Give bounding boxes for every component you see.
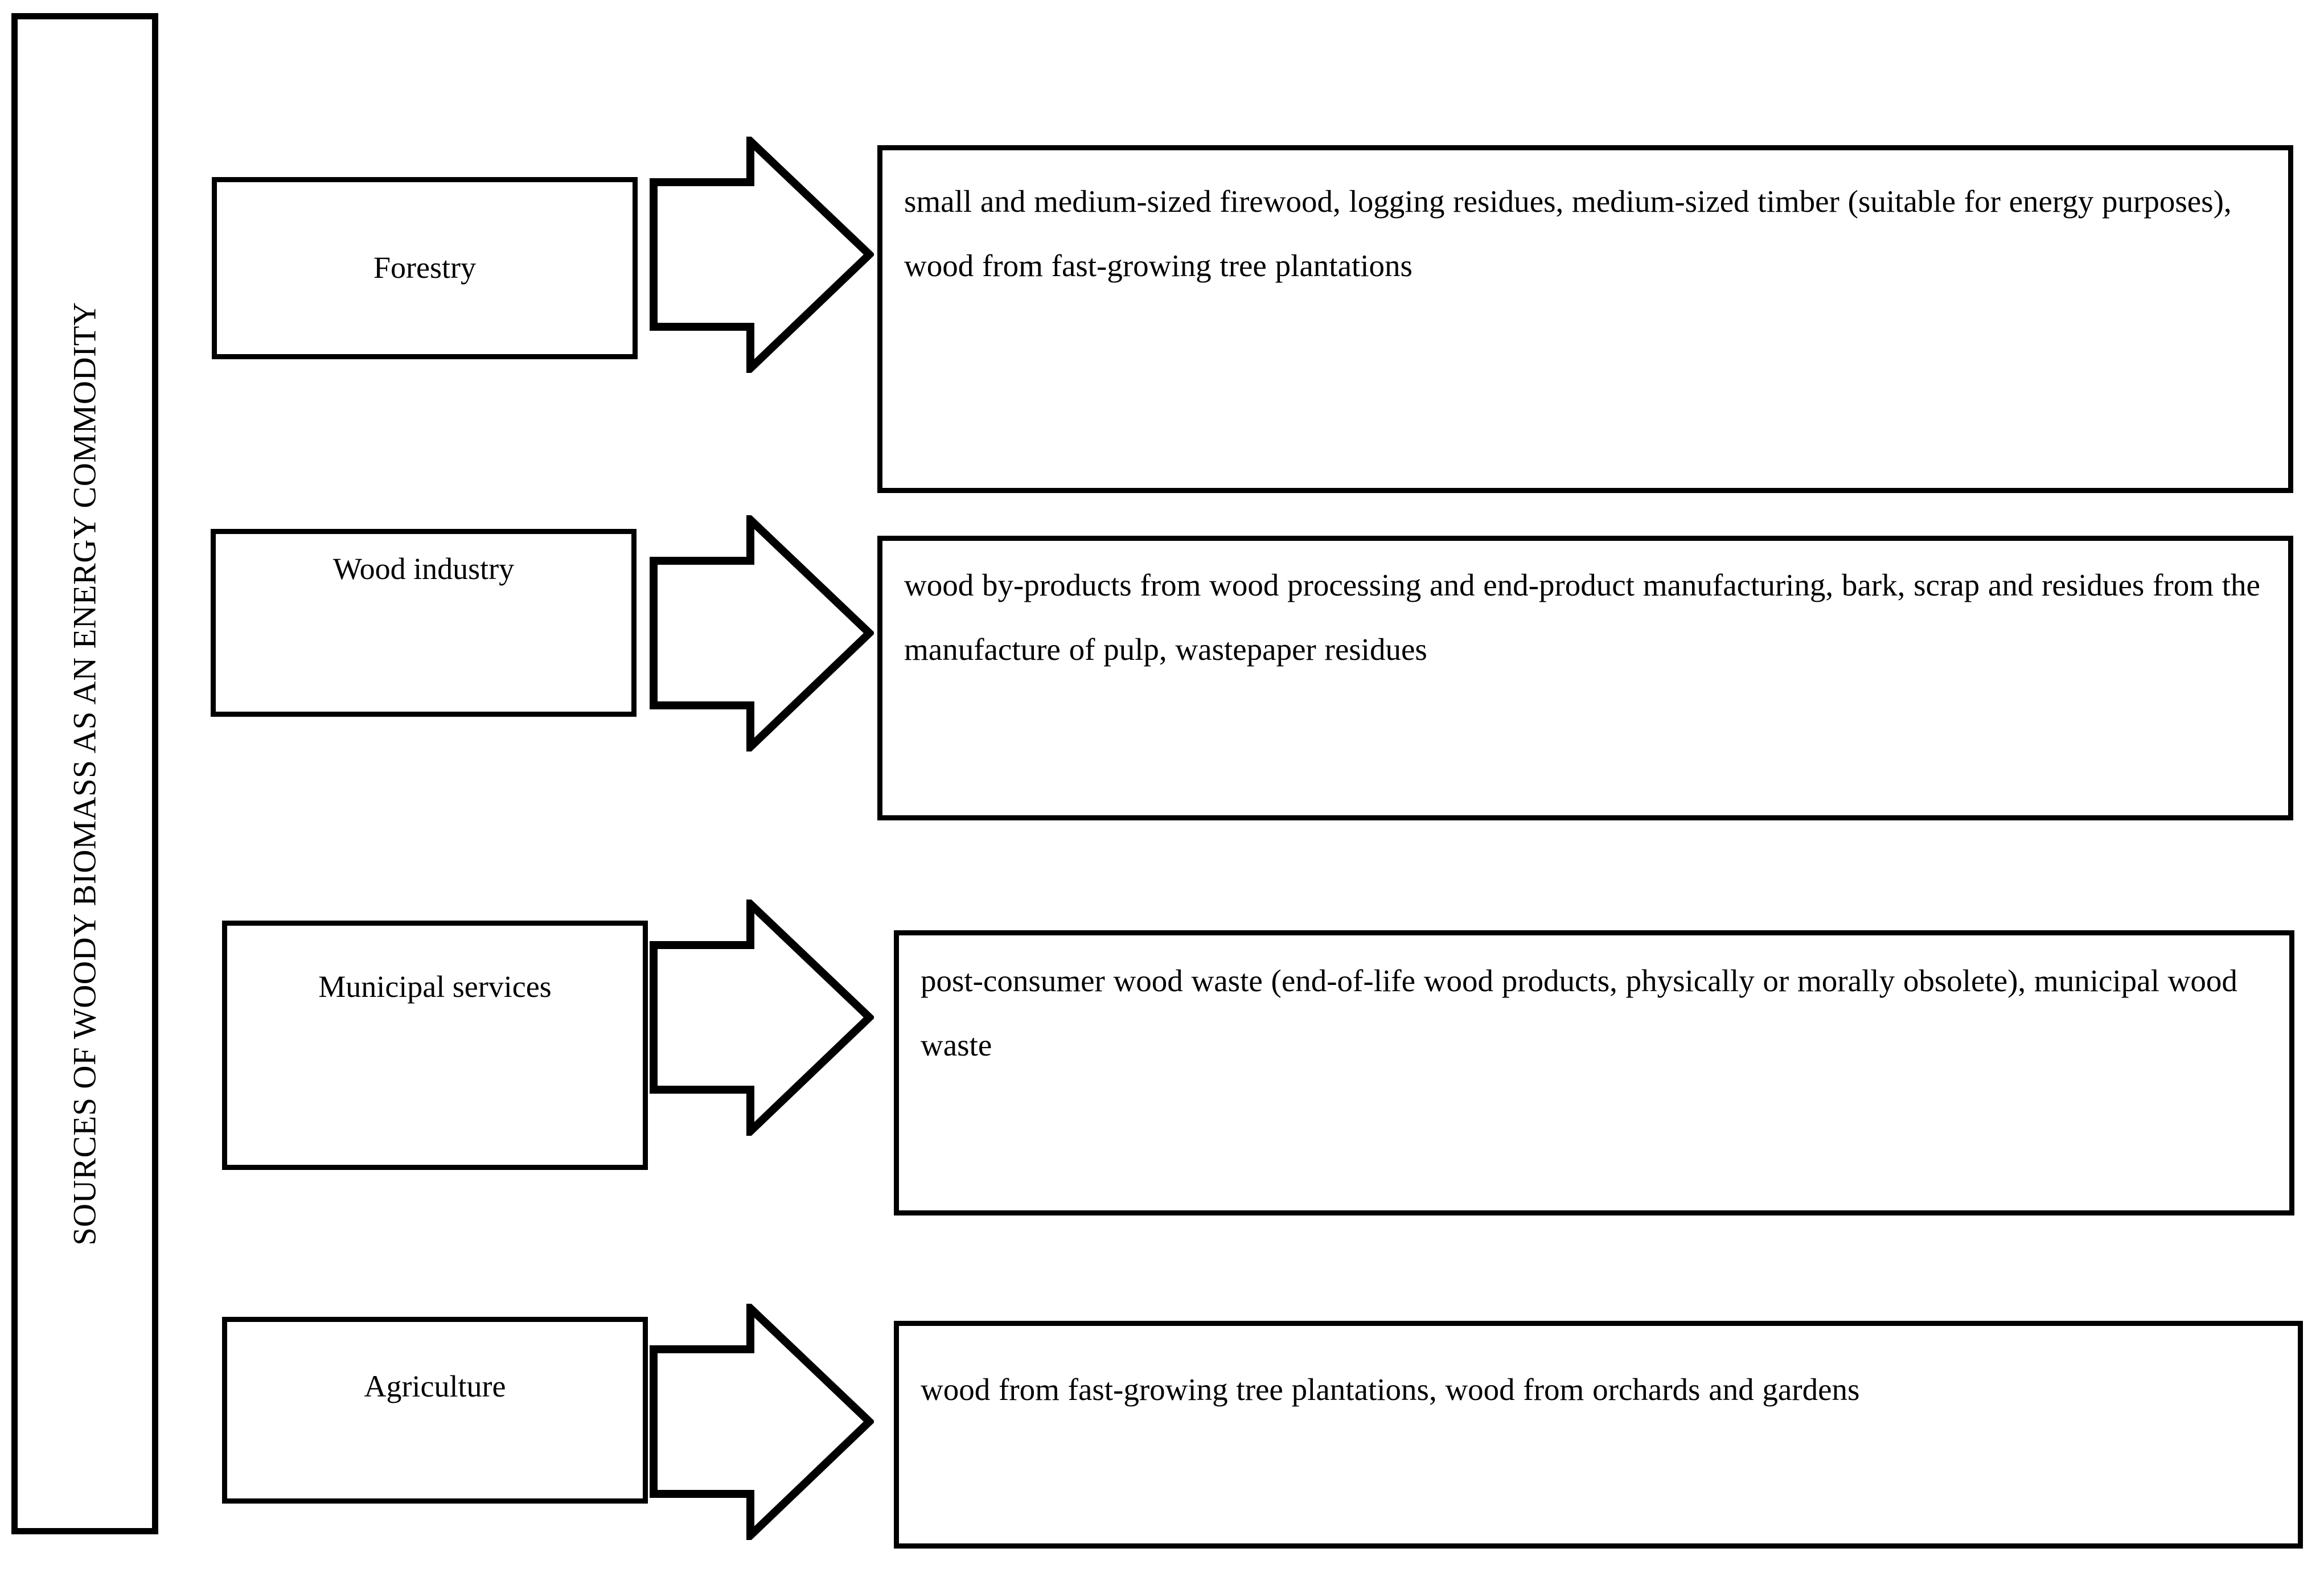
source-box-wood-industry[interactable]: Wood industry — [211, 529, 637, 717]
description-box-agriculture[interactable]: wood from fast-growing tree plantations,… — [894, 1321, 2303, 1549]
description-text-municipal-services: post-consumer wood waste (end-of-life wo… — [921, 963, 2237, 1062]
source-label-agriculture: Agriculture — [364, 1369, 506, 1403]
description-box-wood-industry[interactable]: wood by-products from wood processing an… — [877, 536, 2293, 820]
source-label-forestry: Forestry — [373, 251, 476, 285]
right-block-arrow-icon-forestry — [649, 137, 874, 373]
source-box-forestry[interactable]: Forestry — [212, 177, 638, 359]
description-box-municipal-services[interactable]: post-consumer wood waste (end-of-life wo… — [894, 930, 2294, 1215]
source-label-municipal-services: Municipal services — [318, 970, 552, 1004]
source-box-municipal-services[interactable]: Municipal services — [222, 921, 648, 1170]
right-block-arrow-icon-agriculture — [649, 1304, 874, 1540]
diagram-title-bar: SOURCES OF WOODY BIOMASS AS AN ENERGY CO… — [11, 13, 158, 1534]
description-box-forestry[interactable]: small and medium-sized firewood, logging… — [877, 145, 2293, 493]
source-box-agriculture[interactable]: Agriculture — [222, 1317, 648, 1504]
right-block-arrow-icon-municipal-services — [649, 900, 874, 1136]
source-label-wood-industry: Wood industry — [332, 552, 515, 586]
right-block-arrow-icon-wood-industry — [649, 515, 874, 752]
description-text-wood-industry: wood by-products from wood processing an… — [904, 568, 2260, 667]
page-title: SOURCES OF WOODY BIOMASS AS AN ENERGY CO… — [67, 302, 103, 1246]
description-text-forestry: small and medium-sized firewood, logging… — [904, 184, 2232, 283]
description-text-agriculture: wood from fast-growing tree plantations,… — [921, 1372, 1860, 1407]
